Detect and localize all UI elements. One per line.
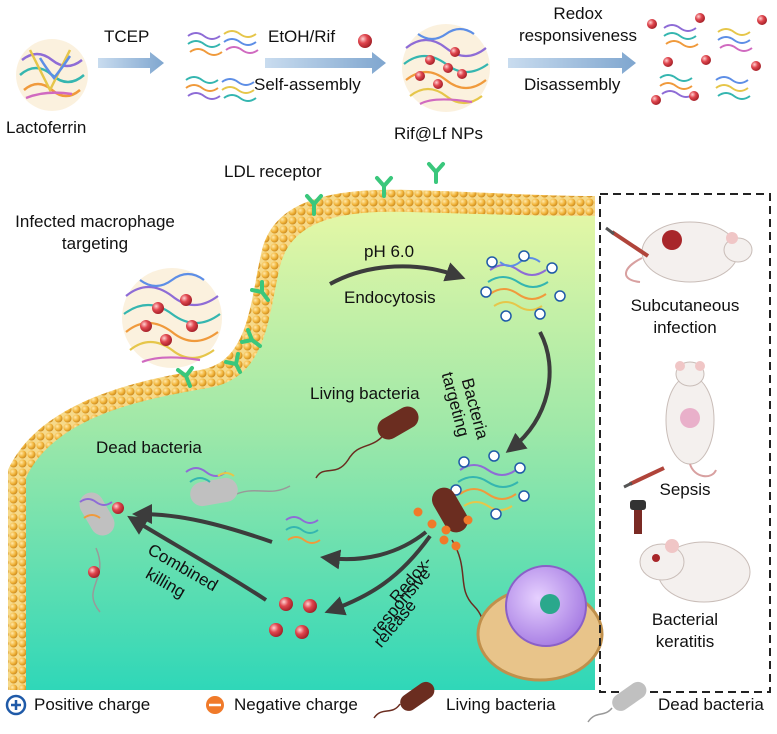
- legend-positive-label: Positive charge: [34, 695, 151, 714]
- tcep-label: TCEP: [104, 27, 150, 46]
- macrophage-cytoplasm: [26, 211, 595, 690]
- positive-np-icon: [480, 250, 566, 322]
- ph-label: pH 6.0: [364, 242, 415, 261]
- negative-bacterium-icon: [413, 487, 497, 651]
- endocytosis-label: Endocytosis: [344, 288, 436, 307]
- top-arrow-self-assembly: [265, 52, 386, 74]
- combined-killing-arrow-lower: [127, 515, 268, 602]
- legend-living-bacteria-icon: [373, 681, 435, 719]
- mouse-subcutaneous-icon: [605, 221, 753, 283]
- infected-label-line1: Infected macrophage: [15, 212, 175, 231]
- rif-drug-icon: [358, 34, 372, 48]
- released-rif-icon: [269, 597, 317, 639]
- subcutaneous-label-line1: Subcutaneous: [630, 296, 740, 315]
- top-arrow-tcep: [98, 52, 164, 74]
- subcutaneous-label-line2: infection: [653, 318, 717, 337]
- mouse-sepsis-icon: [623, 361, 717, 489]
- keratitis-label-line1: Bacterial: [651, 610, 719, 629]
- nucleus-icon: [476, 565, 604, 682]
- living-bacteria-label: Living bacteria: [310, 384, 420, 403]
- dead-bacterium-icon: [185, 467, 291, 507]
- mouse-keratitis-icon: [630, 500, 751, 603]
- release-arrow: [324, 534, 432, 616]
- disassembly-label: Disassembly: [524, 75, 621, 94]
- keratitis-label-line2: keratitis: [655, 632, 715, 651]
- legend-dead-bacteria-icon: [587, 681, 647, 723]
- animal-models-box: [599, 193, 771, 693]
- combined-killing-arrow: [132, 504, 273, 544]
- bacteria-targeting-arrow: [505, 331, 552, 453]
- legend-negative-icon: [206, 696, 224, 714]
- self-assembly-label: Self-assembly: [254, 75, 361, 94]
- endocytosis-arrow: [329, 262, 466, 286]
- reduced-lactoferrin-icon: [185, 30, 259, 102]
- sepsis-label: Sepsis: [659, 480, 711, 499]
- top-arrow-disassembly: [508, 52, 636, 74]
- legend-positive-icon: [5, 694, 27, 716]
- dead-bacteria-label: Dead bacteria: [96, 438, 202, 457]
- living-bacterium-icon: [315, 406, 419, 479]
- ldl-receptor-icon: [176, 162, 445, 388]
- legend-living-label: Living bacteria: [446, 695, 556, 714]
- ldl-receptor-label: LDL receptor: [224, 162, 322, 181]
- nps-label: Rif@Lf NPs: [394, 124, 484, 143]
- disassembled-nanoparticle-icon: [647, 13, 767, 105]
- legend-dead-label: Dead bacteria: [658, 695, 764, 714]
- rif-lf-nanoparticle-icon: [402, 24, 490, 112]
- infected-macrophage-np-icon: [122, 268, 222, 368]
- bound-np-icon: [450, 450, 530, 520]
- release-arrow-upper: [320, 530, 428, 570]
- released-fragment-icon: [285, 516, 321, 544]
- lactoferrin-protein-icon: [16, 39, 88, 111]
- redox-label-line1: Redox: [553, 4, 603, 23]
- dead-bacterium-left-icon: [79, 492, 124, 613]
- etoh-rif-label: EtOH/Rif: [268, 27, 336, 46]
- redox-label-line2: responsiveness: [518, 26, 638, 45]
- lactoferrin-label: Lactoferrin: [6, 118, 87, 137]
- legend-negative-label: Negative charge: [234, 695, 358, 714]
- infected-label-line2: targeting: [61, 234, 129, 253]
